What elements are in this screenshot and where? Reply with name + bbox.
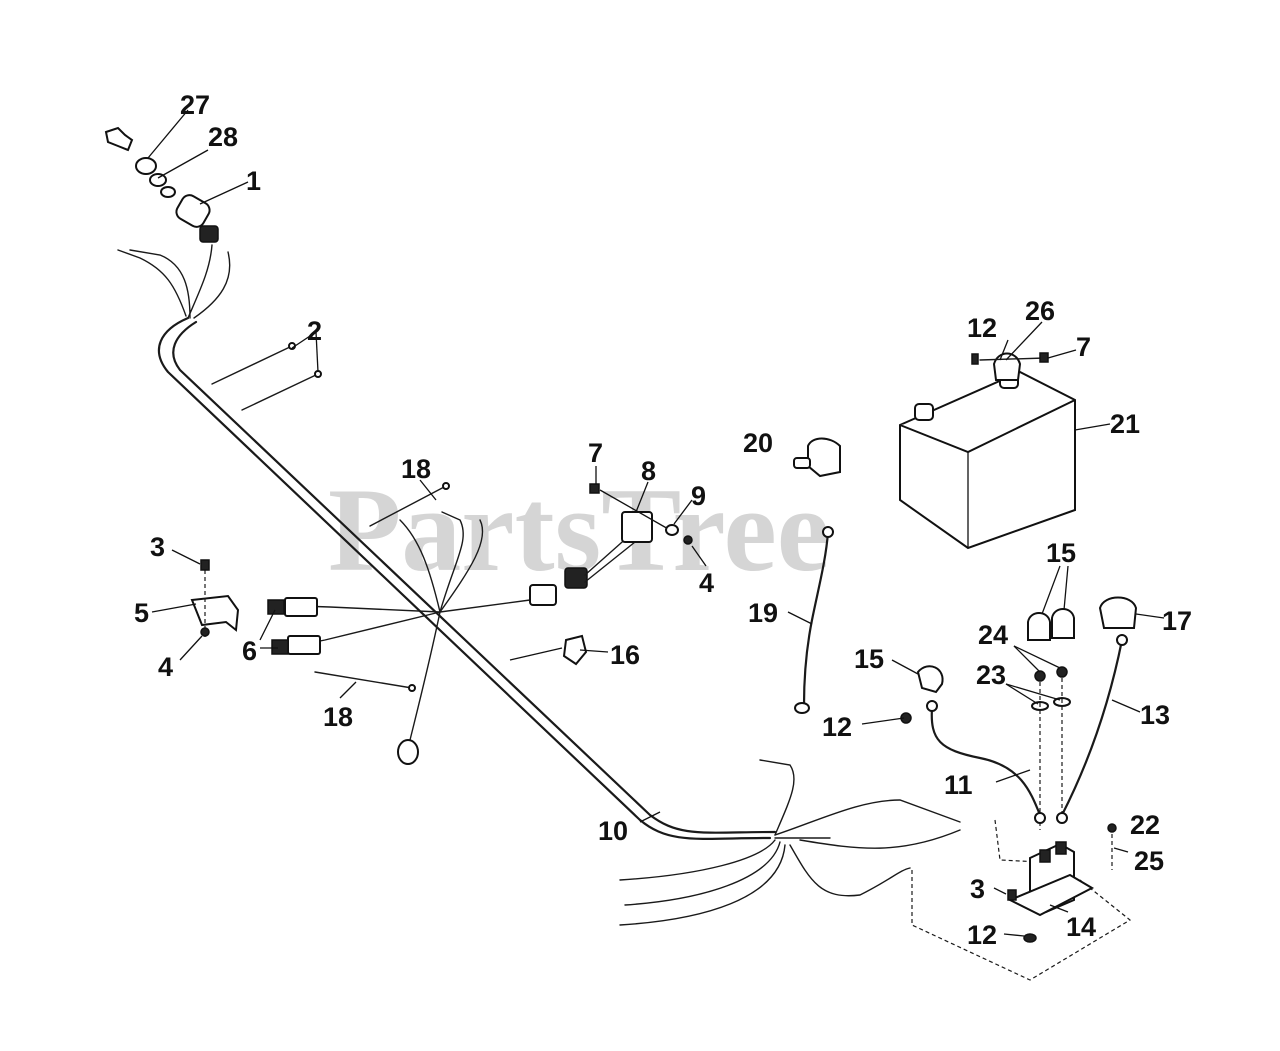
starter-solenoid	[1007, 841, 1095, 917]
callout-28: 28	[208, 122, 238, 152]
callout-9: 9	[691, 481, 706, 511]
cable-tie-lower	[314, 671, 416, 692]
callout-17: 17	[1162, 606, 1192, 636]
callout-1: 1	[246, 166, 261, 196]
ground-loop-terminal	[397, 739, 419, 765]
callout-15b: 15	[854, 644, 884, 674]
starter-cable	[900, 700, 1046, 824]
leader-lines	[147, 109, 1165, 937]
callout-5: 5	[134, 598, 149, 628]
harness-connectors	[267, 597, 321, 655]
bracket-nut	[200, 627, 210, 637]
callout-26: 26	[1025, 296, 1055, 326]
solenoid-lower-nut	[1023, 933, 1037, 943]
battery-bolt-left	[971, 353, 979, 365]
callout-14: 14	[1066, 912, 1096, 942]
harness-clip	[562, 634, 588, 666]
callout-2: 2	[307, 316, 322, 346]
callout-11: 11	[944, 770, 973, 800]
callout-19: 19	[748, 598, 778, 628]
callout-6: 6	[242, 636, 257, 666]
module-screw	[589, 483, 600, 494]
solenoid-side-nut	[1107, 823, 1117, 833]
terminal-boots-pair	[1027, 608, 1075, 641]
callout-7a: 7	[588, 438, 603, 468]
callout-16: 16	[610, 640, 640, 670]
main-wire-harness	[117, 244, 1132, 981]
callout-20: 20	[743, 428, 773, 458]
cable-tie-upper	[369, 482, 450, 527]
cable-ties	[211, 342, 322, 411]
callout-23: 23	[976, 660, 1006, 690]
callout-10: 10	[598, 816, 628, 846]
callout-12c: 12	[967, 920, 997, 950]
ignition-switch	[175, 194, 219, 243]
callout-25: 25	[1134, 846, 1164, 876]
callout-24: 24	[978, 620, 1008, 650]
callout-12a: 12	[967, 313, 997, 343]
callout-18a: 18	[401, 454, 431, 484]
module-washer	[665, 524, 679, 536]
callout-22: 22	[1130, 810, 1160, 840]
module-connectors	[529, 534, 636, 606]
relay-module	[599, 489, 671, 543]
ignition-key	[104, 126, 134, 152]
solenoid-screw	[1007, 889, 1017, 901]
mounting-bracket	[190, 570, 240, 640]
bracket-screw	[200, 559, 210, 571]
callout-21: 21	[1110, 409, 1140, 439]
callout-4a: 4	[699, 568, 714, 598]
module-nut	[683, 535, 693, 545]
battery-cable	[794, 526, 834, 714]
callout-8: 8	[641, 456, 656, 486]
callout-labels: 27 28 1 2 18 7 8 9 4 20 12 26 7 21 3 5 6…	[134, 90, 1192, 950]
callout-3b: 3	[970, 874, 985, 904]
key-switch-washers	[149, 173, 176, 198]
callout-27: 27	[180, 90, 210, 120]
terminal-cover	[793, 437, 841, 478]
key-switch-nut	[135, 157, 157, 175]
solenoid-cable	[1056, 634, 1128, 824]
callout-15a: 15	[1046, 538, 1076, 568]
callout-18b: 18	[323, 702, 353, 732]
callout-7b: 7	[1076, 332, 1091, 362]
solenoid-boot	[1098, 596, 1138, 629]
solenoid-nuts	[1034, 666, 1068, 682]
battery-terminal-boot	[992, 352, 1022, 381]
battery	[899, 370, 1076, 550]
callout-3a: 3	[150, 532, 165, 562]
callout-4b: 4	[158, 652, 173, 682]
callout-13: 13	[1140, 700, 1170, 730]
callout-12b: 12	[822, 712, 852, 742]
terminal-boot-single	[916, 665, 944, 694]
